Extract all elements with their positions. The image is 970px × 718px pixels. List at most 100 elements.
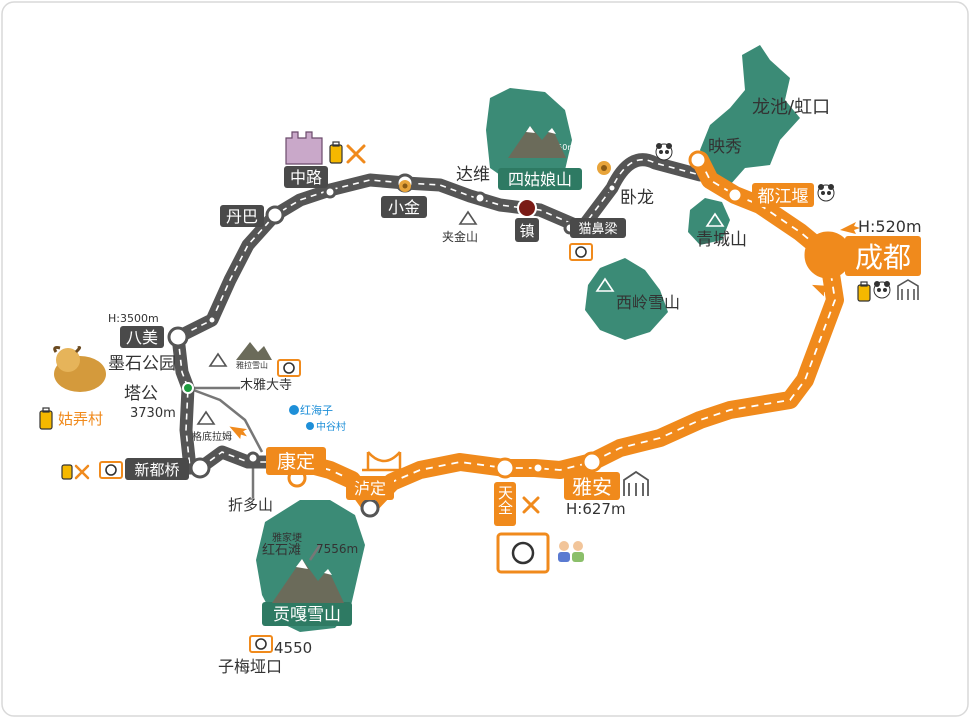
- plane-icon: [812, 284, 831, 297]
- label-gedilamu: 格底拉姆: [192, 430, 232, 443]
- snow-mountain-icon: [705, 212, 725, 227]
- label-siguniang-elev: 6250m: [547, 143, 575, 152]
- label-qingchengshan: 青城山: [696, 230, 747, 250]
- label-xiaojin: 小金: [388, 198, 420, 217]
- label-siguniangshan: 四姑娘山: [508, 170, 572, 189]
- qingchengshan-area: [688, 198, 730, 245]
- route-gray-loop-dash: [177, 158, 701, 469]
- camera-icon: [569, 243, 593, 261]
- label-yingxiu: 映秀: [708, 137, 742, 157]
- label-box-danba: [220, 205, 264, 227]
- luggage-icon: [329, 141, 343, 164]
- panda-icon: [873, 281, 891, 299]
- flower-icon: [399, 180, 411, 192]
- label-yaan: 雅安: [572, 475, 612, 499]
- label-bamei: 八美: [126, 328, 158, 347]
- node-dawei: [473, 191, 487, 205]
- panda-icon: [655, 143, 673, 161]
- museum-icon: [897, 279, 919, 300]
- node-xinduqiao: [189, 457, 211, 479]
- label-tianquan: 天全: [496, 485, 514, 515]
- snow-mountain-icon: [208, 352, 228, 367]
- label-gonggaxueshan: 贡嘎雪山: [273, 605, 341, 625]
- label-box-luding: [346, 476, 394, 500]
- road-to-hongshitan: [308, 544, 322, 561]
- flower-icon: [597, 161, 611, 175]
- food-icon: [522, 496, 540, 514]
- food-icon: [74, 464, 90, 480]
- luggage-icon: [857, 281, 871, 302]
- label-box-yaan: [564, 472, 620, 500]
- label-zheduoshan: 折多山: [228, 496, 273, 514]
- label-kangding: 康定: [277, 451, 315, 473]
- traveler-icon: [558, 541, 584, 562]
- snow-mountain-icon: [595, 277, 615, 292]
- label-hongxiaizi: 红海子: [300, 403, 333, 417]
- node-zhen: [517, 198, 537, 218]
- node-tianquan-2: [531, 461, 545, 475]
- node-danba: [265, 205, 285, 225]
- node-zhonglu-junction: [323, 185, 337, 199]
- node-dujiangyan: [726, 186, 744, 204]
- node-yingxiu: [688, 150, 708, 170]
- label-tagong: 塔公: [124, 384, 158, 404]
- camera-icon: [99, 461, 123, 479]
- luggage-icon: [39, 407, 53, 430]
- label-xilingxueshan: 西岭雪山: [616, 293, 680, 312]
- plane-icon: [840, 222, 860, 234]
- label-hongshitan: 红石滩: [262, 542, 301, 558]
- label-zimeiyakou: 子梅垭口: [218, 657, 282, 676]
- node-wolong: [606, 182, 618, 194]
- label-zhonggu: 中谷村: [316, 420, 346, 433]
- camera-icon: [277, 359, 301, 377]
- label-box-chengdu: [845, 236, 921, 276]
- label-box-tianquan: [494, 482, 516, 526]
- label-box-siguniangshan: [498, 168, 582, 190]
- node-luding: [360, 498, 380, 518]
- label-xinduqiao: 新都桥: [134, 461, 179, 479]
- label-yaan-elev: H:627m: [566, 500, 626, 518]
- label-danba: 丹巴: [226, 207, 258, 226]
- label-muya-temple: 木雅大寺: [240, 378, 292, 393]
- museum-icon: [623, 470, 649, 496]
- label-zhonglu: 中路: [290, 168, 322, 187]
- node-bamei-2: [206, 314, 218, 326]
- node-chengdu-fill: [807, 234, 849, 276]
- label-yala-snow: 雅拉雪山: [236, 360, 268, 370]
- label-box-kangding: [266, 447, 326, 475]
- node-hongxiaizi: [289, 405, 299, 415]
- camera-icon: [496, 532, 550, 574]
- label-yajiageng: 雅家埂: [272, 531, 302, 544]
- camera-icon: [249, 635, 273, 653]
- label-zimei-elev: 4550: [274, 639, 312, 657]
- yak-icon: [53, 346, 106, 392]
- label-dujiangyan: 都江堰: [758, 187, 809, 207]
- label-jiajinshan: 夹金山: [442, 229, 478, 244]
- node-bamei: [167, 326, 189, 348]
- node-zhonggu: [306, 422, 314, 430]
- label-wolong: 卧龙: [620, 188, 654, 208]
- snow-mountain-icon: [196, 410, 216, 425]
- label-box-maobiliang: [570, 218, 626, 238]
- label-gunong: 姑弄村: [58, 410, 103, 428]
- label-dawei: 达维: [456, 165, 490, 185]
- luggage-icon: [61, 464, 73, 480]
- label-longchi: 龙池/虹口: [752, 97, 830, 118]
- snow-mountain-icon: [272, 559, 344, 603]
- label-box-gongga: [262, 602, 352, 626]
- plane-icon: [229, 426, 248, 440]
- label-box-dujiangyan: [752, 183, 814, 207]
- label-zhen: 镇: [519, 222, 534, 240]
- snow-mountain-icon: [508, 126, 566, 158]
- label-bamei-elev: H:3500m: [108, 312, 159, 325]
- label-tagong-elev: 3730m: [130, 406, 176, 421]
- label-maobiliang: 猫鼻梁: [578, 221, 617, 237]
- label-box-xiaojin: [381, 196, 427, 218]
- snow-mountain-icon: [236, 342, 272, 360]
- label-box-zhonglu: [284, 166, 328, 188]
- label-luding: 泸定: [354, 479, 386, 498]
- node-tagong: [182, 382, 194, 394]
- label-box-bamei: [120, 326, 164, 348]
- xilingxueshan-area: [585, 258, 668, 340]
